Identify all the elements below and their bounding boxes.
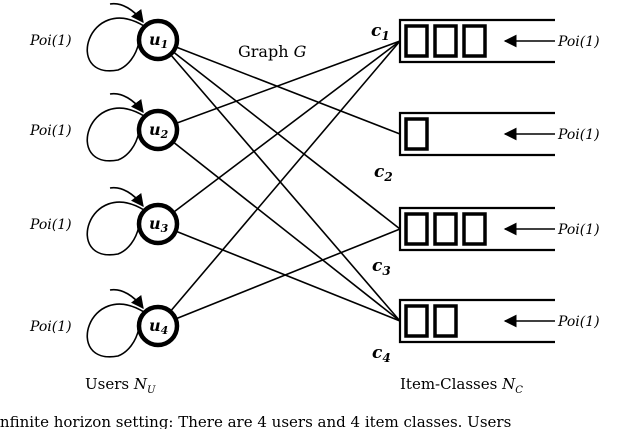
edge-u2-c1 — [157, 40, 401, 131]
queue-frame-c2 — [398, 111, 555, 157]
queue-slot-c2-1 — [404, 117, 429, 151]
user-arrival-label-u1: Poi(1) — [29, 33, 72, 49]
item-class-label-c3: c3 — [372, 256, 391, 278]
arrival-loop-u2 — [86, 107, 145, 162]
edge-u1-c4 — [157, 39, 401, 322]
user-arrival-label-u4: Poi(1) — [29, 319, 72, 335]
user-arrival-label-u3: Poi(1) — [29, 217, 72, 233]
queue-slot-c1-3 — [462, 24, 487, 58]
item-class-c4: Poi(1) c4 — [372, 298, 600, 365]
queue-slot-c4-2 — [433, 304, 458, 338]
queue-arrival-label-c4: Poi(1) — [557, 314, 600, 330]
arrival-arrow-u4 — [109, 288, 144, 310]
item-classes-label: Item-Classes NC — [400, 375, 523, 396]
queue-slot-c3-1 — [404, 212, 429, 246]
caption-text: Infinite horizon setting: There are 4 us… — [0, 413, 511, 429]
queue-slot-c3-3 — [462, 212, 487, 246]
queue-slot-c1-2 — [433, 24, 458, 58]
user-circle-u1 — [136, 18, 180, 62]
queue-arrival-label-c3: Poi(1) — [557, 222, 600, 238]
user-node-u4: Poi(1) u4 — [29, 304, 180, 348]
user-node-u2: Poi(1) u2 — [29, 108, 180, 152]
arrival-arrow-u2 — [109, 92, 144, 114]
edge-u1-c2 — [157, 39, 401, 135]
edge-u2-c4 — [157, 129, 401, 322]
graph-label-symbol: G — [294, 42, 307, 61]
user-label-u2: u2 — [149, 120, 169, 141]
edge-u3-c4 — [157, 223, 401, 322]
queue-frame-c1 — [398, 18, 555, 64]
item-class-c3: Poi(1) c3 — [372, 206, 600, 278]
users-label: Users NU — [85, 375, 156, 396]
queue-slot-c3-2 — [433, 212, 458, 246]
queue-arrival-label-c1: Poi(1) — [557, 34, 600, 50]
user-label-u4: u4 — [149, 316, 168, 337]
edge-u3-c1 — [157, 40, 401, 225]
graph-label: Graph G — [238, 42, 307, 61]
arrival-loop-u3 — [86, 201, 145, 256]
queue-frame-c3 — [398, 206, 555, 252]
arrival-loop-u4 — [86, 303, 145, 358]
user-circle-u2 — [136, 108, 180, 152]
user-node-u3: Poi(1) u3 — [29, 202, 180, 246]
user-arrival-label-u2: Poi(1) — [29, 123, 72, 139]
item-class-label-c4: c4 — [372, 343, 391, 365]
item-class-c2: Poi(1) c2 — [374, 111, 600, 184]
queue-arrival-label-c2: Poi(1) — [557, 127, 600, 143]
edge-u4-c1 — [157, 40, 401, 327]
arrival-loops-layer — [86, 2, 145, 358]
user-circle-u3 — [136, 202, 180, 246]
edge-u1-c3 — [157, 39, 401, 230]
queue-slot-c1-1 — [404, 24, 429, 58]
item-class-c1: Poi(1) c1 — [371, 18, 600, 64]
item-class-label-c1: c1 — [371, 21, 390, 43]
edge-u4-c3 — [157, 228, 401, 327]
user-label-u1: u1 — [149, 30, 168, 51]
edges-layer — [157, 39, 401, 327]
queue-slot-c4-1 — [404, 304, 429, 338]
user-node-u1: Poi(1) u1 — [29, 18, 180, 62]
user-label-u3: u3 — [149, 214, 169, 235]
arrival-loop-u1 — [86, 17, 145, 72]
item-class-label-c2: c2 — [374, 162, 393, 184]
arrival-arrow-u3 — [109, 186, 144, 208]
user-circle-u4 — [136, 304, 180, 348]
arrival-arrow-u1 — [109, 2, 144, 24]
queue-frame-c4 — [398, 298, 555, 344]
